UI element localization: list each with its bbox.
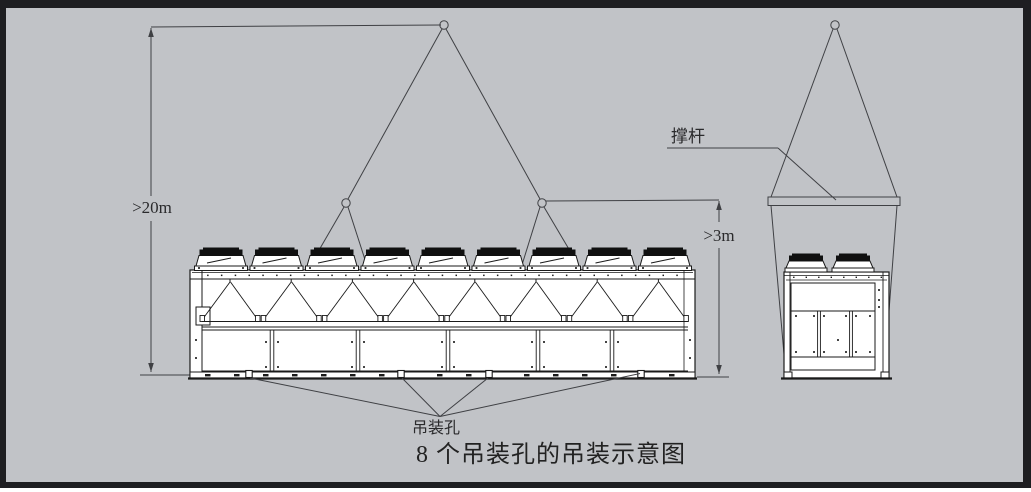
unit-side-view <box>189 269 696 379</box>
lifting-holes <box>245 369 645 379</box>
unit-end-view <box>781 271 892 380</box>
base-rail <box>188 371 697 380</box>
lifting-hole-leaders <box>249 373 641 417</box>
diagram-caption: 8 个吊装孔的吊装示意图 <box>416 442 686 468</box>
end-view-fans <box>784 253 875 273</box>
lifting-hole-label: 吊装孔 <box>412 420 461 437</box>
lower-panel-section <box>195 329 691 372</box>
coil-truss-section <box>199 279 689 328</box>
dimension-lines <box>140 24 729 378</box>
spreader-bar-label: 撑杆 <box>671 127 705 146</box>
sling-height-dimension-label: >3m <box>694 227 744 245</box>
side-view-fans <box>194 247 692 271</box>
height-dimension-label: >20m <box>126 199 178 217</box>
